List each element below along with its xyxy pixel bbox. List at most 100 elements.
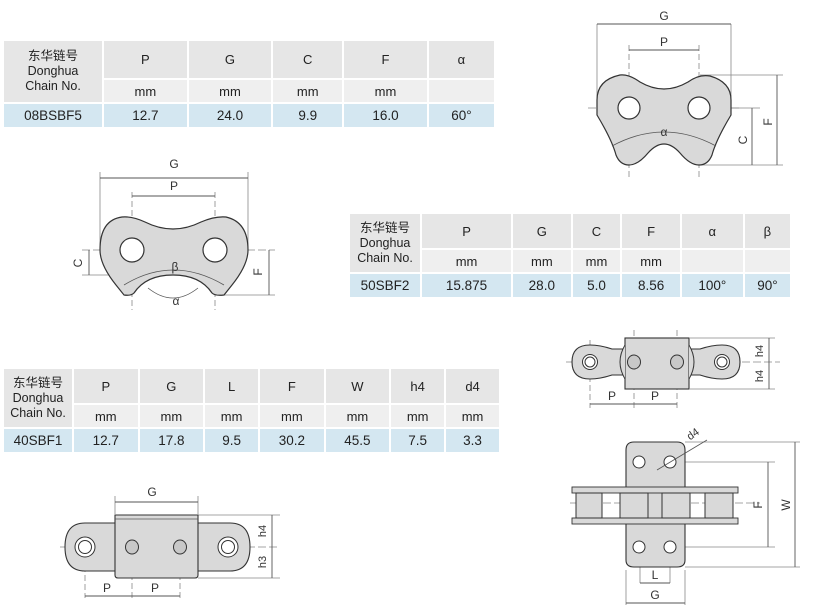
dim-h4: h4	[257, 525, 269, 537]
chain-no-label: 东华链号 Donghua Chain No.	[4, 41, 102, 102]
header-alpha: α	[426, 41, 494, 78]
roller	[661, 492, 691, 519]
attachment-plate	[114, 514, 199, 579]
cell: 9.5	[203, 427, 259, 452]
header-g: G	[137, 369, 204, 403]
dim-alpha: α	[661, 125, 668, 139]
dim-p: P	[651, 389, 659, 403]
dim-w: W	[779, 499, 793, 511]
label-en2: Chain No.	[25, 79, 81, 93]
header-g: G	[511, 214, 571, 248]
dim-p: P	[608, 389, 616, 403]
header-w: W	[323, 369, 390, 403]
unit: mm	[389, 403, 445, 427]
cell: 100°	[679, 272, 743, 297]
dim-alpha: α	[173, 294, 180, 308]
roller	[619, 492, 649, 519]
spec-table-40sbf1: 东华链号 Donghua Chain No. P G L F W h4 d4 m…	[4, 369, 499, 452]
cell: 3.3	[444, 427, 499, 452]
table-row: 50SBF2 15.875 28.0 5.0 8.56 100° 90°	[350, 272, 790, 297]
cell: 60°	[426, 102, 494, 127]
header-p: P	[72, 369, 138, 403]
header-c: C	[570, 214, 621, 248]
unit: mm	[72, 403, 138, 427]
unit: mm	[258, 403, 324, 427]
unit: mm	[137, 403, 204, 427]
cell: 45.5	[323, 427, 390, 452]
unit: mm	[203, 403, 259, 427]
label-en2: Chain No.	[357, 250, 413, 265]
spec-table-08bsbf5: 东华链号 Donghua Chain No. P G C F α mm mm m…	[4, 41, 494, 127]
cell: 30.2	[258, 427, 324, 452]
cell: 17.8	[137, 427, 204, 452]
header-f: F	[258, 369, 324, 403]
spec-table-50sbf2: 东华链号 Donghua Chain No. P G C F α β mm mm…	[350, 214, 790, 297]
cell: 24.0	[186, 102, 272, 127]
unit: mm	[570, 248, 621, 272]
unit	[426, 78, 494, 102]
cell: 15.875	[420, 272, 512, 297]
unit: mm	[342, 78, 427, 102]
dim-p: P	[170, 179, 178, 193]
cell: 5.0	[570, 272, 621, 297]
unit: mm	[620, 248, 680, 272]
roller	[575, 492, 603, 519]
header-d4: d4	[444, 369, 499, 403]
cell: 28.0	[511, 272, 571, 297]
unit: mm	[511, 248, 571, 272]
header-l: L	[203, 369, 259, 403]
dim-d4: d4	[685, 426, 702, 443]
dim-g: G	[650, 588, 659, 602]
chain-plate	[99, 216, 249, 296]
chain-no-label: 东华链号 Donghua Chain No.	[4, 369, 72, 427]
dim-l: L	[652, 568, 659, 582]
unit: mm	[271, 78, 343, 102]
dim-h4: h4	[754, 345, 766, 357]
label-en1: Donghua	[12, 390, 64, 405]
label-en1: Donghua	[27, 64, 79, 78]
dim-c: C	[71, 258, 85, 267]
header-p: P	[420, 214, 512, 248]
header-g: G	[186, 41, 272, 78]
dim-beta: β	[172, 260, 179, 274]
chain-no: 08BSBF5	[4, 102, 102, 127]
unit: mm	[323, 403, 390, 427]
unit: mm	[186, 78, 272, 102]
dim-f: F	[251, 268, 265, 275]
dim-h3: h3	[257, 556, 269, 568]
unit: mm	[102, 78, 187, 102]
header-alpha: α	[679, 214, 743, 248]
dim-h4: h4	[754, 370, 766, 382]
label-cn: 东华链号	[27, 49, 78, 63]
cell: 90°	[742, 272, 790, 297]
dim-p: P	[103, 581, 111, 595]
dim-g: G	[147, 485, 156, 499]
table-row: 08BSBF5 12.7 24.0 9.9 16.0 60°	[4, 102, 494, 127]
dim-p: P	[660, 35, 668, 49]
cell: 12.7	[102, 102, 187, 127]
chain-no: 40SBF1	[4, 427, 72, 452]
table-row: 40SBF1 12.7 17.8 9.5 30.2 45.5 7.5 3.3	[4, 427, 499, 452]
cell: 16.0	[342, 102, 427, 127]
label-cn: 东华链号	[12, 375, 63, 390]
chain-no-label: 东华链号 Donghua Chain No.	[350, 214, 420, 272]
cell: 7.5	[389, 427, 445, 452]
dim-g: G	[169, 157, 178, 171]
roller	[704, 492, 734, 519]
unit: mm	[444, 403, 499, 427]
label-en2: Chain No.	[10, 405, 66, 420]
header-f: F	[620, 214, 680, 248]
header-f: F	[342, 41, 427, 78]
unit	[679, 248, 743, 272]
dim-f: F	[761, 118, 775, 125]
attachment-plate	[625, 441, 686, 568]
cell: 8.56	[620, 272, 680, 297]
cell: 12.7	[72, 427, 138, 452]
unit: mm	[420, 248, 512, 272]
dim-g: G	[659, 9, 668, 23]
